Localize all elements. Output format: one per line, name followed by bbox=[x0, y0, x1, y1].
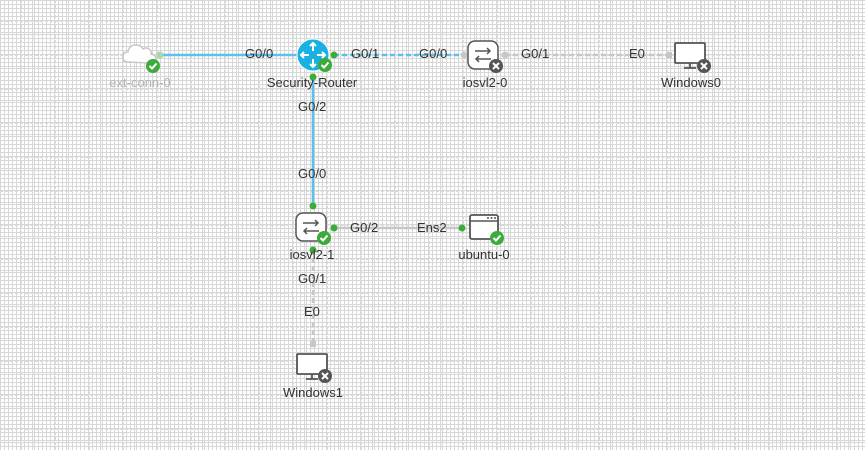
iface-label: G0/0 bbox=[245, 46, 274, 61]
grid-line bbox=[599, 0, 600, 450]
node-label-ext-conn-0: ext-conn-0 bbox=[109, 75, 171, 90]
grid-line bbox=[0, 157, 865, 158]
server-icon bbox=[469, 214, 499, 240]
grid-line bbox=[327, 0, 328, 450]
grid-line bbox=[361, 0, 362, 450]
grid-line bbox=[225, 0, 226, 450]
iface-label: E0 bbox=[304, 304, 320, 319]
iface-label: Ens2 bbox=[417, 220, 447, 235]
grid-line bbox=[123, 0, 124, 450]
desktop-icon bbox=[674, 42, 706, 69]
grid-line bbox=[837, 0, 838, 450]
status-stopped-icon bbox=[697, 59, 711, 73]
grid-line bbox=[667, 0, 668, 450]
grid-line bbox=[0, 89, 865, 90]
grid-line bbox=[633, 0, 634, 450]
grid-line bbox=[769, 0, 770, 450]
node-label-iosvl2-1: iosvl2-1 bbox=[289, 247, 335, 262]
cloud-icon bbox=[122, 44, 157, 64]
grid-line bbox=[89, 0, 90, 450]
grid-line bbox=[735, 0, 736, 450]
grid-line bbox=[429, 0, 430, 450]
grid-line bbox=[0, 429, 865, 430]
endpoint-dot bbox=[458, 224, 466, 232]
node-windows0[interactable] bbox=[674, 42, 711, 73]
status-ok-icon bbox=[146, 59, 160, 73]
node-label-ubuntu-0: ubuntu-0 bbox=[458, 247, 510, 262]
grid-line bbox=[293, 0, 294, 450]
node-label-windows1: Windows1 bbox=[283, 385, 343, 400]
endpoint-dot bbox=[309, 73, 317, 81]
node-windows1[interactable] bbox=[296, 353, 332, 383]
endpoint-dot bbox=[156, 51, 164, 59]
grid-line bbox=[0, 327, 865, 328]
status-stopped-icon bbox=[489, 59, 503, 73]
iface-label: G0/2 bbox=[298, 99, 327, 114]
grid-line bbox=[0, 259, 865, 260]
grid-line bbox=[0, 123, 865, 124]
endpoint-dot bbox=[330, 224, 338, 232]
desktop-icon bbox=[296, 353, 328, 380]
node-ext-conn-0[interactable] bbox=[122, 40, 160, 73]
grid-line bbox=[0, 361, 865, 362]
endpoint-dot bbox=[460, 51, 468, 59]
node-label-iosvl2-0: iosvl2-0 bbox=[462, 75, 508, 90]
grid-line bbox=[395, 0, 396, 450]
grid-line bbox=[0, 395, 865, 396]
iface-label: G0/1 bbox=[521, 46, 550, 61]
grid-line bbox=[191, 0, 192, 450]
grid-line bbox=[803, 0, 804, 450]
endpoint-dot bbox=[310, 341, 316, 347]
grid-line bbox=[531, 0, 532, 450]
grid-line bbox=[21, 0, 22, 450]
node-label-windows0: Windows0 bbox=[661, 75, 721, 90]
node-ubuntu-0[interactable] bbox=[469, 214, 505, 245]
iface-label: G0/2 bbox=[350, 220, 379, 235]
grid-line bbox=[0, 191, 865, 192]
status-stopped-icon bbox=[318, 369, 332, 383]
iface-label: G0/1 bbox=[298, 271, 327, 286]
grid-line bbox=[0, 21, 865, 22]
iface-label: G0/1 bbox=[351, 46, 380, 61]
grid-line bbox=[157, 0, 158, 450]
grid-line bbox=[0, 293, 865, 294]
endpoint-dot bbox=[309, 246, 317, 254]
grid-line bbox=[259, 0, 260, 450]
grid-line bbox=[55, 0, 56, 450]
node-label-security-router: Security-Router bbox=[266, 75, 358, 90]
status-ok-icon bbox=[490, 231, 504, 245]
node-iosvl2-0[interactable] bbox=[466, 39, 503, 73]
endpoint-dot bbox=[666, 52, 672, 58]
grid-line bbox=[0, 225, 865, 226]
endpoint-dot bbox=[501, 51, 509, 59]
iface-label: G0/0 bbox=[298, 166, 327, 181]
status-ok-icon bbox=[317, 231, 331, 245]
grid-line bbox=[565, 0, 566, 450]
node-iosvl2-1[interactable] bbox=[294, 211, 331, 245]
iface-label: G0/0 bbox=[419, 46, 448, 61]
endpoint-dot bbox=[330, 51, 338, 59]
iface-label: E0 bbox=[629, 46, 645, 61]
endpoint-dot bbox=[309, 202, 317, 210]
node-security-router[interactable] bbox=[295, 38, 332, 72]
grid-line bbox=[701, 0, 702, 450]
status-ok-icon bbox=[318, 58, 332, 72]
